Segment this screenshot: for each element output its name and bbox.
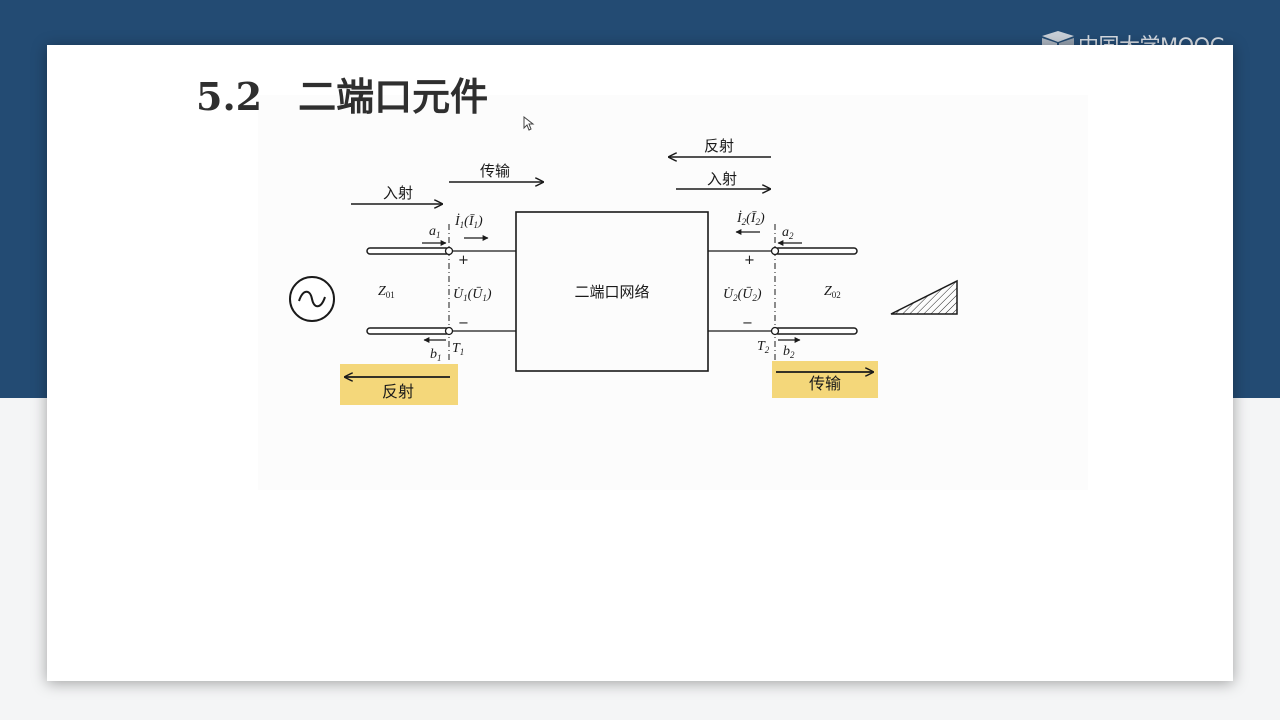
reflection-label-top: 反射: [704, 137, 734, 155]
transmission-label-top: 传输: [480, 162, 510, 180]
port2-impedance-label: Z02: [824, 284, 841, 300]
reflection-highlight-box: [340, 364, 458, 405]
port1-minus: −: [458, 316, 469, 331]
transmission-label-bottom-right: 传输: [809, 374, 841, 393]
port1-T-label: T1: [452, 341, 464, 357]
port2-bottom-terminal: [770, 326, 780, 336]
section-number: 5.2: [196, 74, 263, 119]
port1-bottom-terminal: [444, 326, 454, 336]
incident-label-left: 入射: [383, 184, 413, 202]
port1-top-transmission-line: [366, 247, 450, 255]
network-box: [515, 211, 709, 372]
mouse-cursor-icon: [523, 116, 535, 131]
reflection-label-bottom-left: 反射: [382, 382, 414, 401]
port2-bottom-transmission-line: [774, 327, 858, 335]
port1-current-label: İ1(Ī1): [454, 213, 483, 230]
page-title: 5.2 二端口元件: [196, 66, 488, 121]
port2-minus: −: [742, 316, 753, 331]
port2-top-terminal: [770, 246, 780, 256]
port2-plus: +: [744, 253, 755, 268]
port1-top-terminal: [444, 246, 454, 256]
transmission-highlight-box: [772, 361, 878, 398]
port2-b-label: b2: [783, 344, 795, 360]
port1-bottom-transmission-line: [366, 327, 450, 335]
port1-voltage-label: U̇1(Ū1): [453, 286, 492, 303]
port2-top-transmission-line: [774, 247, 858, 255]
port1-a-label: a1: [429, 224, 441, 240]
network-label: 二端口网络: [574, 283, 649, 301]
port2-T-label: T2: [757, 339, 770, 355]
port2-a-label: a2: [782, 225, 794, 241]
sine-wave-icon: [298, 290, 326, 308]
port1-plus: +: [458, 253, 469, 268]
port1-b-label: b1: [430, 347, 442, 363]
port1-impedance-label: Z01: [378, 284, 395, 300]
incident-label-right: 入射: [707, 170, 737, 188]
port2-current-label: İ2(Ī2): [736, 210, 765, 227]
matched-load-icon: [890, 279, 958, 315]
title-text: 二端口元件: [298, 74, 489, 119]
port2-voltage-label: U̇2(Ū2): [723, 286, 762, 303]
